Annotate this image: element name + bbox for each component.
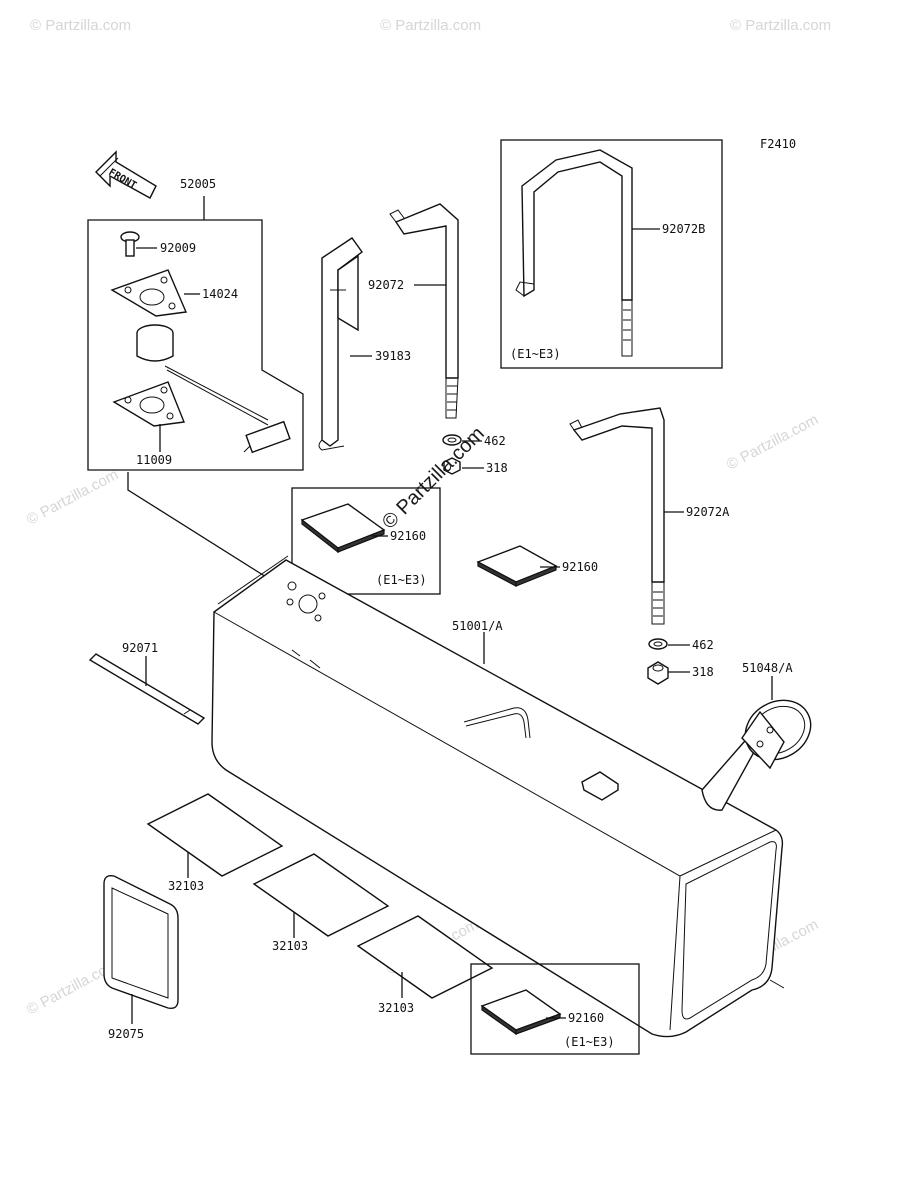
label-92071: 92071: [122, 641, 158, 655]
label-92072B: 92072B: [662, 222, 705, 236]
washer-icon: [648, 638, 668, 650]
mounting-plate-icon: [112, 381, 185, 427]
pad-32103-icon: [146, 793, 284, 877]
label-51001A: 51001/A: [452, 619, 503, 633]
variant-box-e1e3: [470, 963, 640, 1055]
note-e1e3: (E1~E3): [564, 1035, 615, 1049]
pad-92160-icon: [480, 989, 562, 1036]
label-318-upper: 318: [486, 461, 508, 475]
strap-92072-icon: [389, 203, 459, 419]
label-39183: 39183: [375, 349, 411, 363]
label-32103: 32103: [378, 1001, 414, 1015]
watermark: © Partzilla.com: [24, 466, 121, 528]
watermark: © Partzilla.com: [30, 17, 131, 34]
strap-92072B-icon: [515, 149, 633, 357]
watermark: © Partzilla.com: [730, 17, 831, 34]
label-318-lower: 318: [692, 665, 714, 679]
center-watermark: © Partzilla.com: [378, 423, 489, 534]
label-32103: 32103: [272, 939, 308, 953]
note-e1e3: (E1~E3): [510, 347, 561, 361]
bracket-39183-icon: [318, 237, 363, 451]
label-92072: 92072: [368, 278, 404, 292]
label-462-upper: 462: [484, 434, 506, 448]
label-92160: 92160: [568, 1011, 604, 1025]
label-92160: 92160: [390, 529, 426, 543]
nut-icon: [647, 661, 669, 685]
pad-92075-icon: [103, 874, 179, 1010]
note-e1e3: (E1~E3): [376, 573, 427, 587]
label-462-lower: 462: [692, 638, 714, 652]
label-92072A: 92072A: [686, 505, 730, 519]
fuel-sender-icon: [136, 324, 291, 454]
strip-92071-icon: [88, 653, 206, 725]
label-52005: 52005: [180, 177, 216, 191]
fuel-cap-icon: [741, 699, 812, 770]
watermark: © Partzilla.com: [380, 17, 481, 34]
label-11009: 11009: [136, 453, 172, 467]
label-92075: 92075: [108, 1027, 144, 1041]
pad-92160-icon: [476, 545, 558, 587]
pad-32103-icon: [356, 915, 494, 999]
watermark: © Partzilla.com: [724, 411, 821, 473]
label-32103: 32103: [168, 879, 204, 893]
variant-box-e1e3: [500, 139, 723, 369]
front-arrow-icon: FRONT: [95, 150, 157, 199]
pad-92160-icon: [300, 503, 386, 554]
label-92160: 92160: [562, 560, 598, 574]
nut-icon: [443, 457, 461, 475]
diagram-id: F2410: [760, 137, 796, 151]
label-14024: 14024: [202, 287, 238, 301]
label-51048A: 51048/A: [742, 661, 793, 675]
gasket-plate-icon: [110, 269, 188, 317]
pad-32103-icon: [252, 853, 390, 937]
variant-box-e1e3: [291, 487, 441, 595]
washer-icon: [442, 434, 462, 446]
gauge-assembly-group: 52005 92009 14024: [87, 177, 304, 593]
bolt-icon: [120, 231, 140, 257]
label-92009: 92009: [160, 241, 196, 255]
strap-92072A-icon: [569, 407, 665, 625]
